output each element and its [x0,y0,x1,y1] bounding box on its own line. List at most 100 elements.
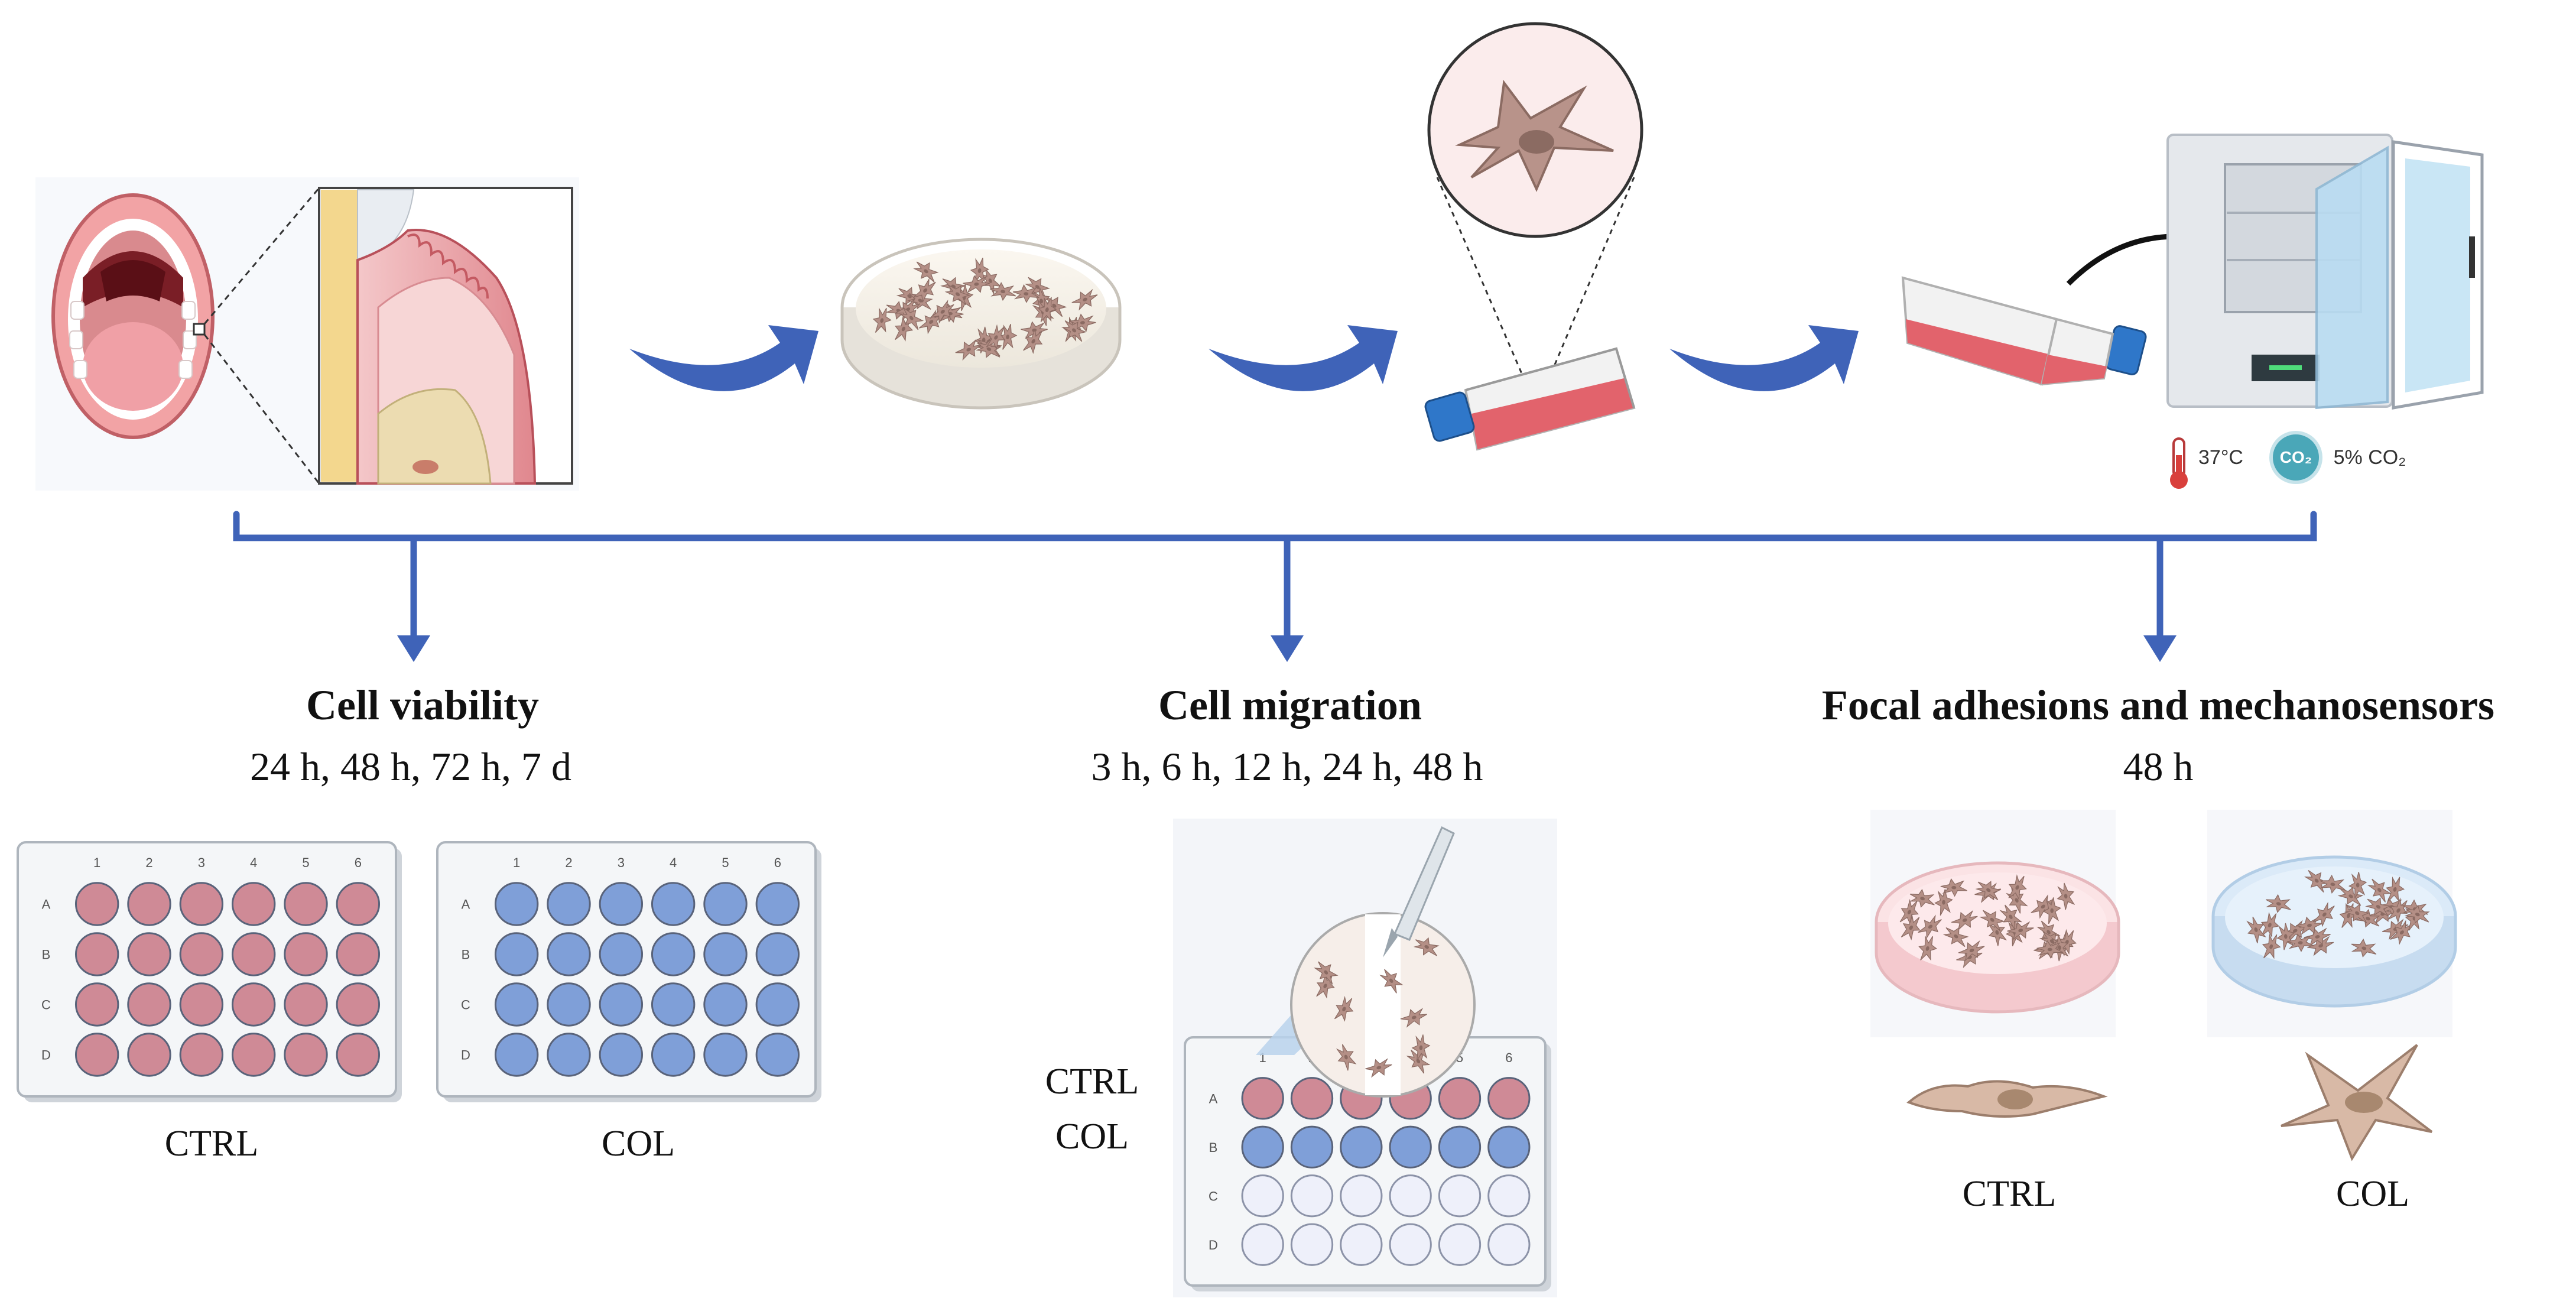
plate-well [179,982,224,1027]
plate-well [599,932,644,976]
plate-well [703,882,748,926]
plate-well [336,882,381,926]
plate-well [651,932,696,976]
plate-well [231,1033,276,1077]
process-arrow [1209,325,1398,391]
plate-well [284,882,328,926]
plate-well [1389,1174,1432,1218]
plate-row-label: C [1209,1189,1218,1203]
plate-column-label: 6 [355,855,362,870]
section-times-viability: 24 h, 48 h, 72 h, 7 d [250,744,571,789]
plate-column-label: 4 [670,855,677,870]
row-label-col: COL [1055,1116,1129,1157]
thermometer-icon [2170,437,2188,489]
section-title-migration: Cell migration [1158,681,1422,729]
plate-well [179,1033,224,1077]
plate-row-label: A [462,897,470,912]
cell-ctrl-icon [1906,1080,2108,1118]
plate-well [1241,1223,1284,1266]
plate-well [231,982,276,1027]
plate-column-label: 6 [774,855,781,870]
petri-dish-col [2207,810,2457,1037]
plate-well [651,882,696,926]
plate-column-label: 4 [250,855,257,870]
plate-well [1487,1174,1531,1218]
cell-col-icon [2281,1044,2433,1161]
plate-well [1241,1174,1284,1218]
plate-row-label: A [1209,1091,1218,1106]
plate-well [599,882,644,926]
plate-well [1290,1174,1334,1218]
plate-well [284,982,328,1027]
plate-well [179,882,224,926]
plate-well [755,932,800,976]
incubator-icon [2166,134,2484,410]
plate-label-ctrl: CTRL [164,1124,259,1164]
process-arrow [1669,325,1859,391]
petri-dish-icon [840,238,1122,410]
plate-well [547,932,591,976]
row-label-ctrl: CTRL [1045,1062,1139,1102]
plate-column-label: 5 [722,855,729,870]
plate-well [547,882,591,926]
plate-well [1487,1077,1531,1120]
plate-well [1290,1125,1334,1169]
co2-badge-label: CO₂ [2279,448,2312,466]
plate-well [1438,1174,1482,1218]
plate-well [703,982,748,1027]
plate-well [651,982,696,1027]
petri-dish-ctrl [1870,810,2120,1037]
plate-well [755,982,800,1027]
plate-well [127,982,171,1027]
plate-row-label: A [42,897,51,912]
plate-column-label: 2 [565,855,572,870]
plate-well [494,882,539,926]
section-title-focal-adhesions: Focal adhesions and mechanosensors [1821,681,2495,729]
plate-row-label: D [461,1048,470,1063]
plate-column-label: 3 [198,855,205,870]
plate-row-label: C [461,998,470,1012]
process-arrow [629,325,818,391]
plate-row-label: B [1209,1140,1218,1155]
plate-well [1438,1125,1482,1169]
plate-well [336,982,381,1027]
plate-well [755,882,800,926]
plate-column-label: 5 [302,855,309,870]
plate-well [336,1033,381,1077]
plate-well [336,932,381,976]
plate-column-label: 3 [618,855,625,870]
plate-well [231,882,276,926]
plate-well [74,882,119,926]
section-title-viability: Cell viability [306,681,539,729]
culture-flask-icon [1901,276,2147,386]
section-times-focal-adhesions: 48 h [2123,744,2194,789]
plate-well [599,982,644,1027]
plate-well [1389,1223,1432,1266]
plate-well [1389,1125,1432,1169]
plate-well [1487,1223,1531,1266]
plate-row-label: B [462,947,470,962]
plate-well [1290,1077,1334,1120]
well-plate-col: 1 2 3 4 5 6A B C D [436,841,821,1102]
plate-well [74,932,119,976]
plate-label-col: COL [602,1124,675,1164]
cell-label-col: COL [2336,1174,2409,1214]
plate-well [284,932,328,976]
plate-row-label: B [42,947,51,962]
plate-column-label: 6 [1505,1050,1512,1065]
plate-column-label: 1 [513,855,520,870]
temperature-label: 37°C [2198,446,2243,469]
plate-well [599,1033,644,1077]
plate-well [1438,1077,1482,1120]
plate-row-label: C [41,998,51,1012]
plate-well [1340,1174,1383,1218]
plate-well [547,982,591,1027]
plate-well [494,1033,539,1077]
co2-icon [2269,431,2322,484]
plate-well [703,932,748,976]
pipette-icon [1383,826,1455,958]
plate-well [127,882,171,926]
